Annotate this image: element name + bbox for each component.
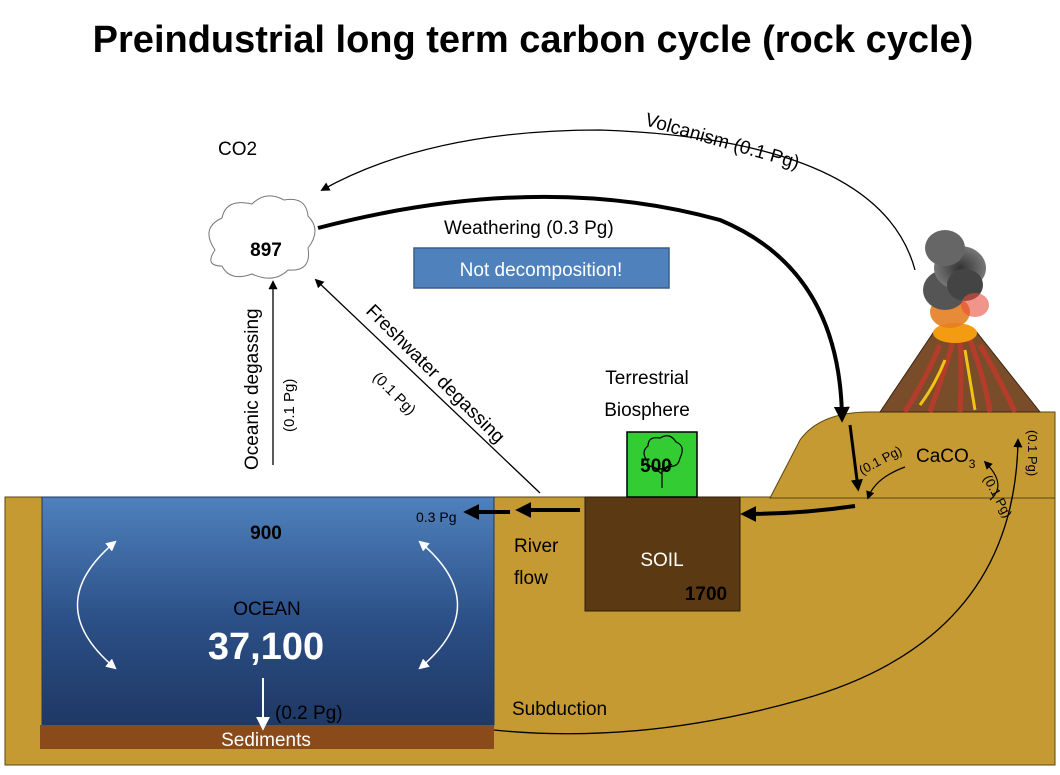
hill	[769, 411, 1056, 499]
volcanism-label: Volcanism (0.1 Pg)	[643, 110, 802, 174]
river-label-line1: River	[514, 536, 559, 557]
subduction-arrow	[493, 438, 1023, 735]
caco3-curve-right	[983, 460, 999, 501]
weathering-arrow	[317, 194, 850, 423]
soil-value: 1700	[685, 584, 727, 605]
biosphere-label-line1: Terrestrial	[605, 368, 688, 389]
note-button-bg	[413, 247, 670, 289]
biosphere-label-line2: Biosphere	[604, 400, 690, 421]
atmosphere-value: 897	[250, 240, 282, 261]
ocean-surface-value: 900	[250, 523, 282, 544]
biosphere-value: 500	[640, 456, 672, 477]
co2-label: CO2	[218, 139, 257, 160]
volcano-icon	[879, 230, 1042, 414]
circulation-arrow-right	[418, 540, 459, 670]
oceanic-degassing-label: Oceanic degassing	[242, 308, 263, 470]
ocean-deep-value: 37,100	[208, 626, 324, 668]
weathering-label: Weathering (0.3 Pg)	[444, 218, 614, 239]
freshwater-degassing-arrow	[314, 278, 541, 494]
caco3-label: CaCO3	[916, 446, 976, 471]
caco3-flux-right: (0.1 Pg)	[1025, 430, 1040, 476]
river-label-line2: flow	[514, 568, 548, 589]
sediment-flux-label: (0.2 Pg)	[275, 703, 343, 724]
cloud-icon	[208, 195, 316, 279]
tree-icon	[643, 435, 683, 488]
river-flow-amount: 0.3 Pg	[416, 509, 456, 525]
not-decomposition-button[interactable]: Not decomposition!	[460, 260, 623, 281]
soil-label: SOIL	[640, 550, 683, 571]
soil-box	[584, 496, 741, 612]
volcanism-arrow	[320, 129, 916, 271]
subduction-label: Subduction	[512, 699, 607, 720]
freshwater-degassing-amount: (0.1 Pg)	[369, 369, 419, 419]
oceanic-degassing-amount: (0.1 Pg)	[281, 379, 298, 432]
caco3-curve-left	[866, 466, 906, 500]
caco3-weathering-arrow	[848, 424, 863, 492]
sediments-label: Sediments	[221, 730, 311, 751]
river-flow-arrow-right	[740, 504, 856, 522]
ocean-label: OCEAN	[233, 599, 301, 620]
page-title: Preindustrial long term carbon cycle (ro…	[93, 19, 974, 61]
circulation-arrow-left	[76, 540, 117, 670]
